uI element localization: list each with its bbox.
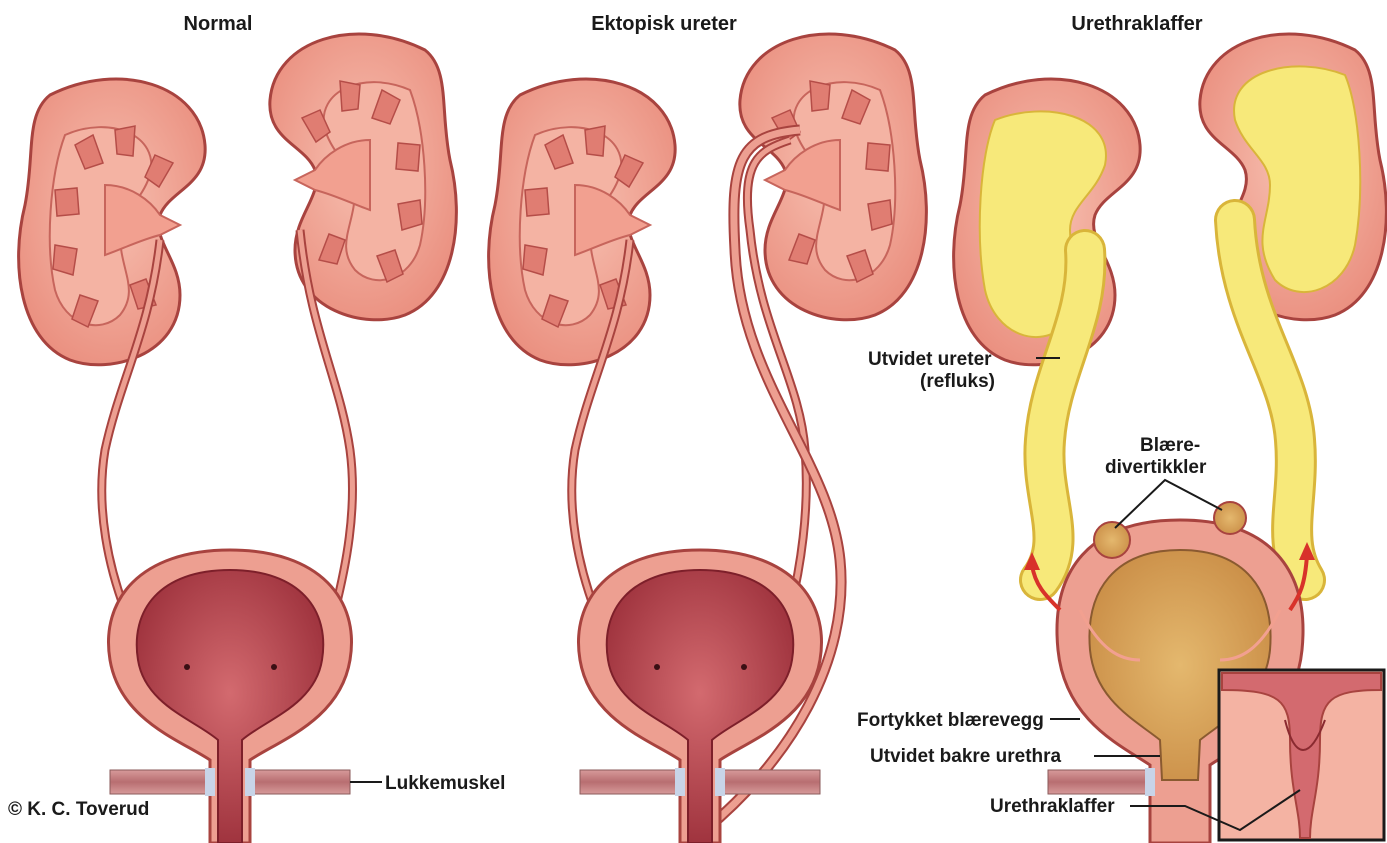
- panel-urethraklaffer: Urethraklaffer: [857, 13, 1386, 843]
- label-utvidet-ureter: Utvidet ureter: [868, 349, 992, 370]
- label-blaere: Blære-: [1140, 435, 1200, 456]
- bladder: [579, 550, 822, 843]
- kidney-left: [489, 79, 676, 365]
- inset-urethral-valves: [1219, 670, 1384, 840]
- label-urethraklaffer: Urethraklaffer: [990, 796, 1115, 817]
- label-lukkemuskel: Lukkemuskel: [385, 773, 505, 794]
- kidney-right: [270, 34, 457, 320]
- panel-title-ektopisk: Ektopisk ureter: [591, 13, 737, 35]
- label-divertikkler: divertikkler: [1105, 457, 1207, 478]
- kidney-right: [740, 34, 927, 320]
- kidney-left: [19, 79, 206, 365]
- sphincter-muscle: [1048, 768, 1155, 796]
- diverticulum: [1094, 522, 1130, 558]
- panel-title-normal: Normal: [184, 13, 253, 35]
- label-fortykket-blaerevegg: Fortykket blærevegg: [857, 710, 1044, 731]
- label-refluks: (refluks): [920, 371, 995, 392]
- diverticulum: [1214, 502, 1246, 534]
- copyright-text: © K. C. Toverud: [8, 799, 149, 820]
- panel-normal: Normal Lukkemuskel © K. C. Toverud: [8, 13, 505, 843]
- panel-title-urethraklaffer: Urethraklaffer: [1071, 13, 1202, 35]
- kidney-left-dilated: [954, 79, 1141, 365]
- label-utvidet-bakre-urethra: Utvidet bakre urethra: [870, 746, 1062, 767]
